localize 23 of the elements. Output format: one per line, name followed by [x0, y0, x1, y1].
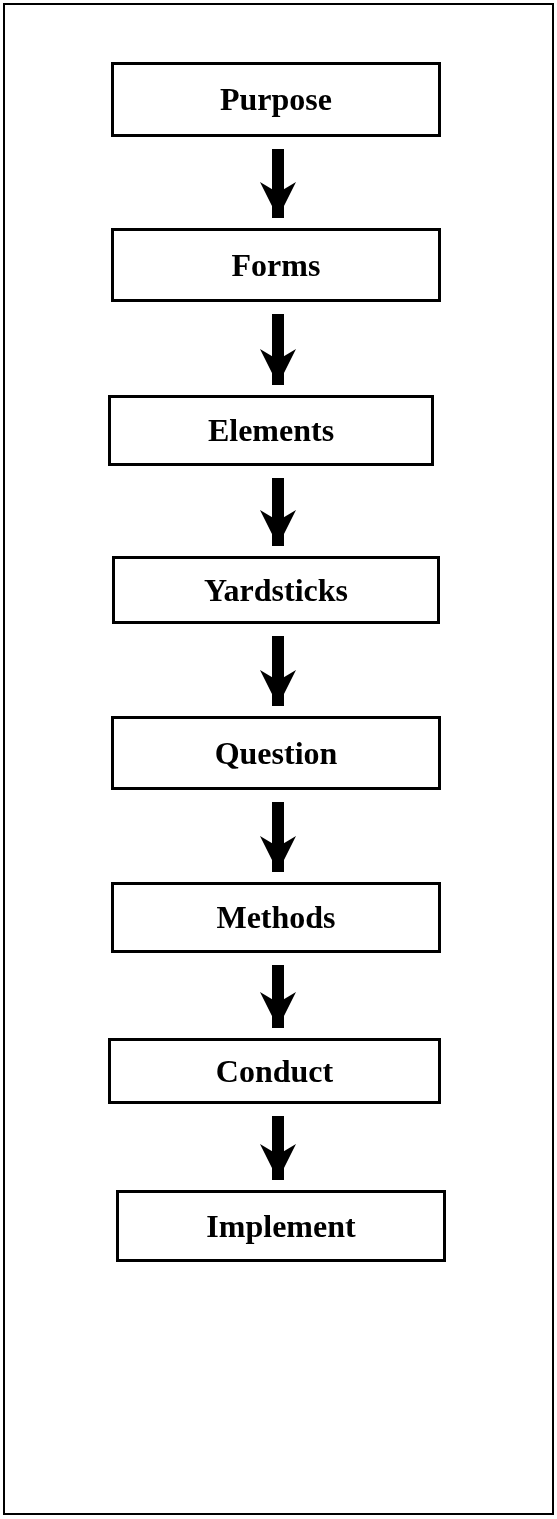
process-box	[111, 882, 441, 953]
box-label: Question	[214, 734, 338, 772]
arrow	[260, 314, 296, 385]
box-label: Implement	[206, 1207, 356, 1245]
process-box	[108, 395, 434, 466]
arrow	[260, 478, 296, 546]
process-box	[111, 62, 441, 137]
arrow	[260, 636, 296, 706]
process-box	[116, 1190, 446, 1262]
box-label: Yardsticks	[204, 571, 348, 609]
box-label: Elements	[207, 412, 335, 449]
box-label: Methods	[216, 899, 336, 936]
process-box	[108, 1038, 441, 1104]
process-box	[111, 228, 441, 302]
process-box	[112, 556, 440, 624]
box-label: Purpose	[220, 81, 332, 118]
box-label: Conduct	[215, 1052, 334, 1090]
process-box	[111, 716, 441, 790]
arrow	[260, 965, 296, 1028]
box-label: Forms	[231, 246, 321, 284]
arrow	[260, 149, 296, 218]
arrow	[260, 802, 296, 872]
arrow	[260, 1116, 296, 1180]
